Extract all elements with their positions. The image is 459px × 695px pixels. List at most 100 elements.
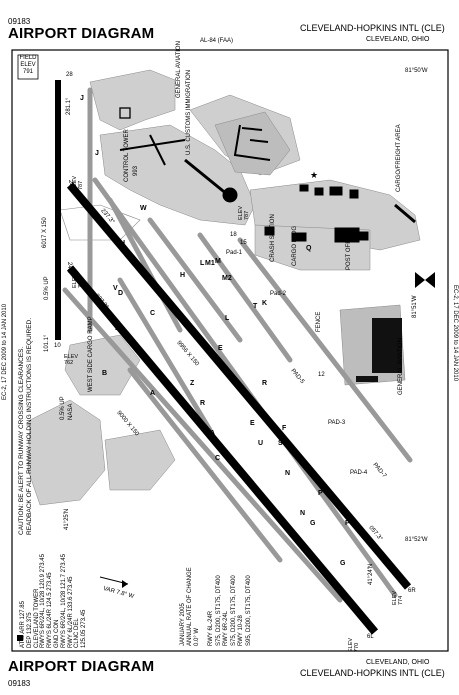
label-cargo-bldg: CARGO BLDG [292, 225, 298, 266]
taxiway-label-m1: M1 [205, 260, 215, 267]
freq-gnd-1: RWYS 6R/24L, 10/28 121.7 273.45 [60, 554, 67, 648]
airport-map: ★ [11, 49, 449, 652]
post-office-bldg [334, 227, 360, 243]
runway-dim-10-28: 6017 X 150 [42, 217, 48, 248]
caution-note: CAUTION: BE ALERT TO RUNWAY CROSSING CLE… [18, 318, 34, 535]
strength-label-3: RWY 10-28 [238, 615, 244, 646]
taxiway-label-j: J [80, 95, 84, 102]
freq-clnc: 125.05 273.45 [81, 609, 88, 648]
taxiway-label-b: B [115, 325, 121, 332]
freq-gnd-label: GND CON [53, 619, 60, 648]
runway-6l-24r [66, 265, 379, 635]
label-general-aviation-south: GENERAL AVIATION [398, 338, 404, 395]
taxiway-label-k: K [255, 405, 261, 412]
label-fence: FENCE [316, 311, 322, 332]
beacon-icon: ★ [310, 170, 318, 180]
general-aviation-hangar [372, 318, 402, 373]
runway-end-24r: 24R [66, 262, 72, 274]
taxiway-cross-3 [197, 232, 293, 363]
frequency-label: AL-84 (FAA) [200, 38, 234, 44]
label-general-aviation-north: GENERAL AVIATION [176, 41, 182, 98]
terminal-rotunda [222, 187, 238, 203]
taxiway-label-m2: M2 [222, 275, 232, 282]
taxiway-label-f: F [282, 425, 287, 432]
elev-value: 774 [398, 595, 404, 605]
freq-tower-label: CLEVELAND TOWER [33, 588, 40, 648]
airport-name: CLEVELAND-HOPKINS INTL [300, 23, 419, 33]
elev-value: 787 [78, 180, 84, 190]
taxiway-label-a: A [150, 390, 156, 397]
taxiway-label-z: Z [190, 380, 195, 387]
legend-square [17, 635, 23, 641]
diagram-title-top: AIRPORT DIAGRAM [8, 25, 155, 42]
terminal-structures [119, 107, 369, 243]
lat-top: 41°25'N [64, 508, 70, 530]
heading-281: 281.1° [66, 97, 72, 115]
strength-value-2: S75, D200, ST175, DT400 [230, 575, 237, 646]
label-post-office: POST OFFICE [346, 230, 352, 270]
label-hold-15: 15 [240, 240, 247, 246]
label-tower-height: 993 [133, 165, 139, 176]
freq-tower-2: RWYS 6L/24R 124.5 273.45 [47, 572, 54, 648]
taxiway-cross-6 [127, 367, 283, 563]
taxiway-label-v: V [113, 285, 118, 292]
elev-value: 787 [244, 210, 250, 220]
strength-label-1: RWY 6L-24R [208, 610, 214, 646]
effective-dates-left: EC-2, 17 DEC 2009 to 14 JAN 2010 [2, 303, 8, 400]
label-grade-2: 0.5% UP [60, 396, 66, 420]
ramp-nasa [27, 399, 106, 506]
runway-6r-24l [66, 182, 412, 590]
runway-end-28: 28 [66, 72, 73, 78]
strength-label-2: RWY 6R-24L [223, 610, 229, 646]
variation-arrow-icon [122, 580, 128, 588]
taxiway-label-n: N [285, 470, 291, 477]
field-label: FIELD [19, 55, 37, 61]
label-customs: U.S. CUSTOMS IMMIGRATION [186, 69, 192, 155]
general-aviation-building [356, 376, 378, 382]
taxiway-label-h: H [120, 240, 126, 247]
effective-dates-right: EC-2, 17 DEC 2009 to 14 JAN 2010 [452, 285, 458, 382]
taxiway-label-p: P [345, 520, 350, 527]
airport-name-top: CLEVELAND-HOPKINS INTL (CLE) [300, 23, 445, 33]
label-hold-18: 18 [230, 232, 237, 238]
frequency-list: ATIS ARR 127.85 DEP 132.375 CLEVELAND TO… [20, 554, 88, 648]
taxiway-label-a: A [210, 430, 216, 437]
taxiway-parallel-west [62, 287, 343, 603]
taxiway-label-r: R [262, 380, 268, 387]
label-hold-12: 12 [318, 372, 325, 378]
taxiway-label-k: K [262, 300, 268, 307]
elev-label: ELEV [64, 354, 79, 360]
strength-value-1: S75, D200, ST175, DT400 [215, 575, 222, 646]
label-pad-1: Pad-1 [226, 250, 243, 256]
caution-line-2: READBACK OF ALL RUNWAY HOLDING INSTRUCTI… [26, 317, 33, 535]
elev-label: ELEV [20, 62, 36, 68]
field-elevation: FIELD ELEV 791 [19, 55, 37, 76]
taxiway-cross-1 [107, 197, 183, 333]
label-west-side-cargo: WEST SIDE CARGO RAMP [88, 316, 94, 392]
taxiway-label-d: D [118, 290, 124, 297]
taxiway-label-q: Q [306, 245, 312, 252]
elev-value: 780 [78, 278, 84, 288]
label-pad-3: PAD-3 [328, 420, 346, 426]
ramp-general-aviation-north [89, 69, 176, 131]
taxiway-label-h: H [180, 272, 186, 279]
heading-101: 101.1° [44, 334, 50, 352]
taxiway-label-c: C [150, 310, 156, 317]
taxiway-label-p: P [318, 490, 323, 497]
var-date-l3: 0.0° W [194, 627, 200, 646]
ramp-terminal [99, 124, 256, 226]
var-date-l1: JANUARY 2005 [180, 603, 186, 646]
taxiway-label-l: L [200, 260, 205, 267]
runway-end-6r: 6R [408, 588, 416, 594]
taxiway-label-u: U [258, 440, 264, 447]
label-pad-4: PAD-4 [350, 470, 368, 476]
hot-spot-icon [415, 272, 435, 288]
taxiway-label-g: G [310, 520, 316, 527]
